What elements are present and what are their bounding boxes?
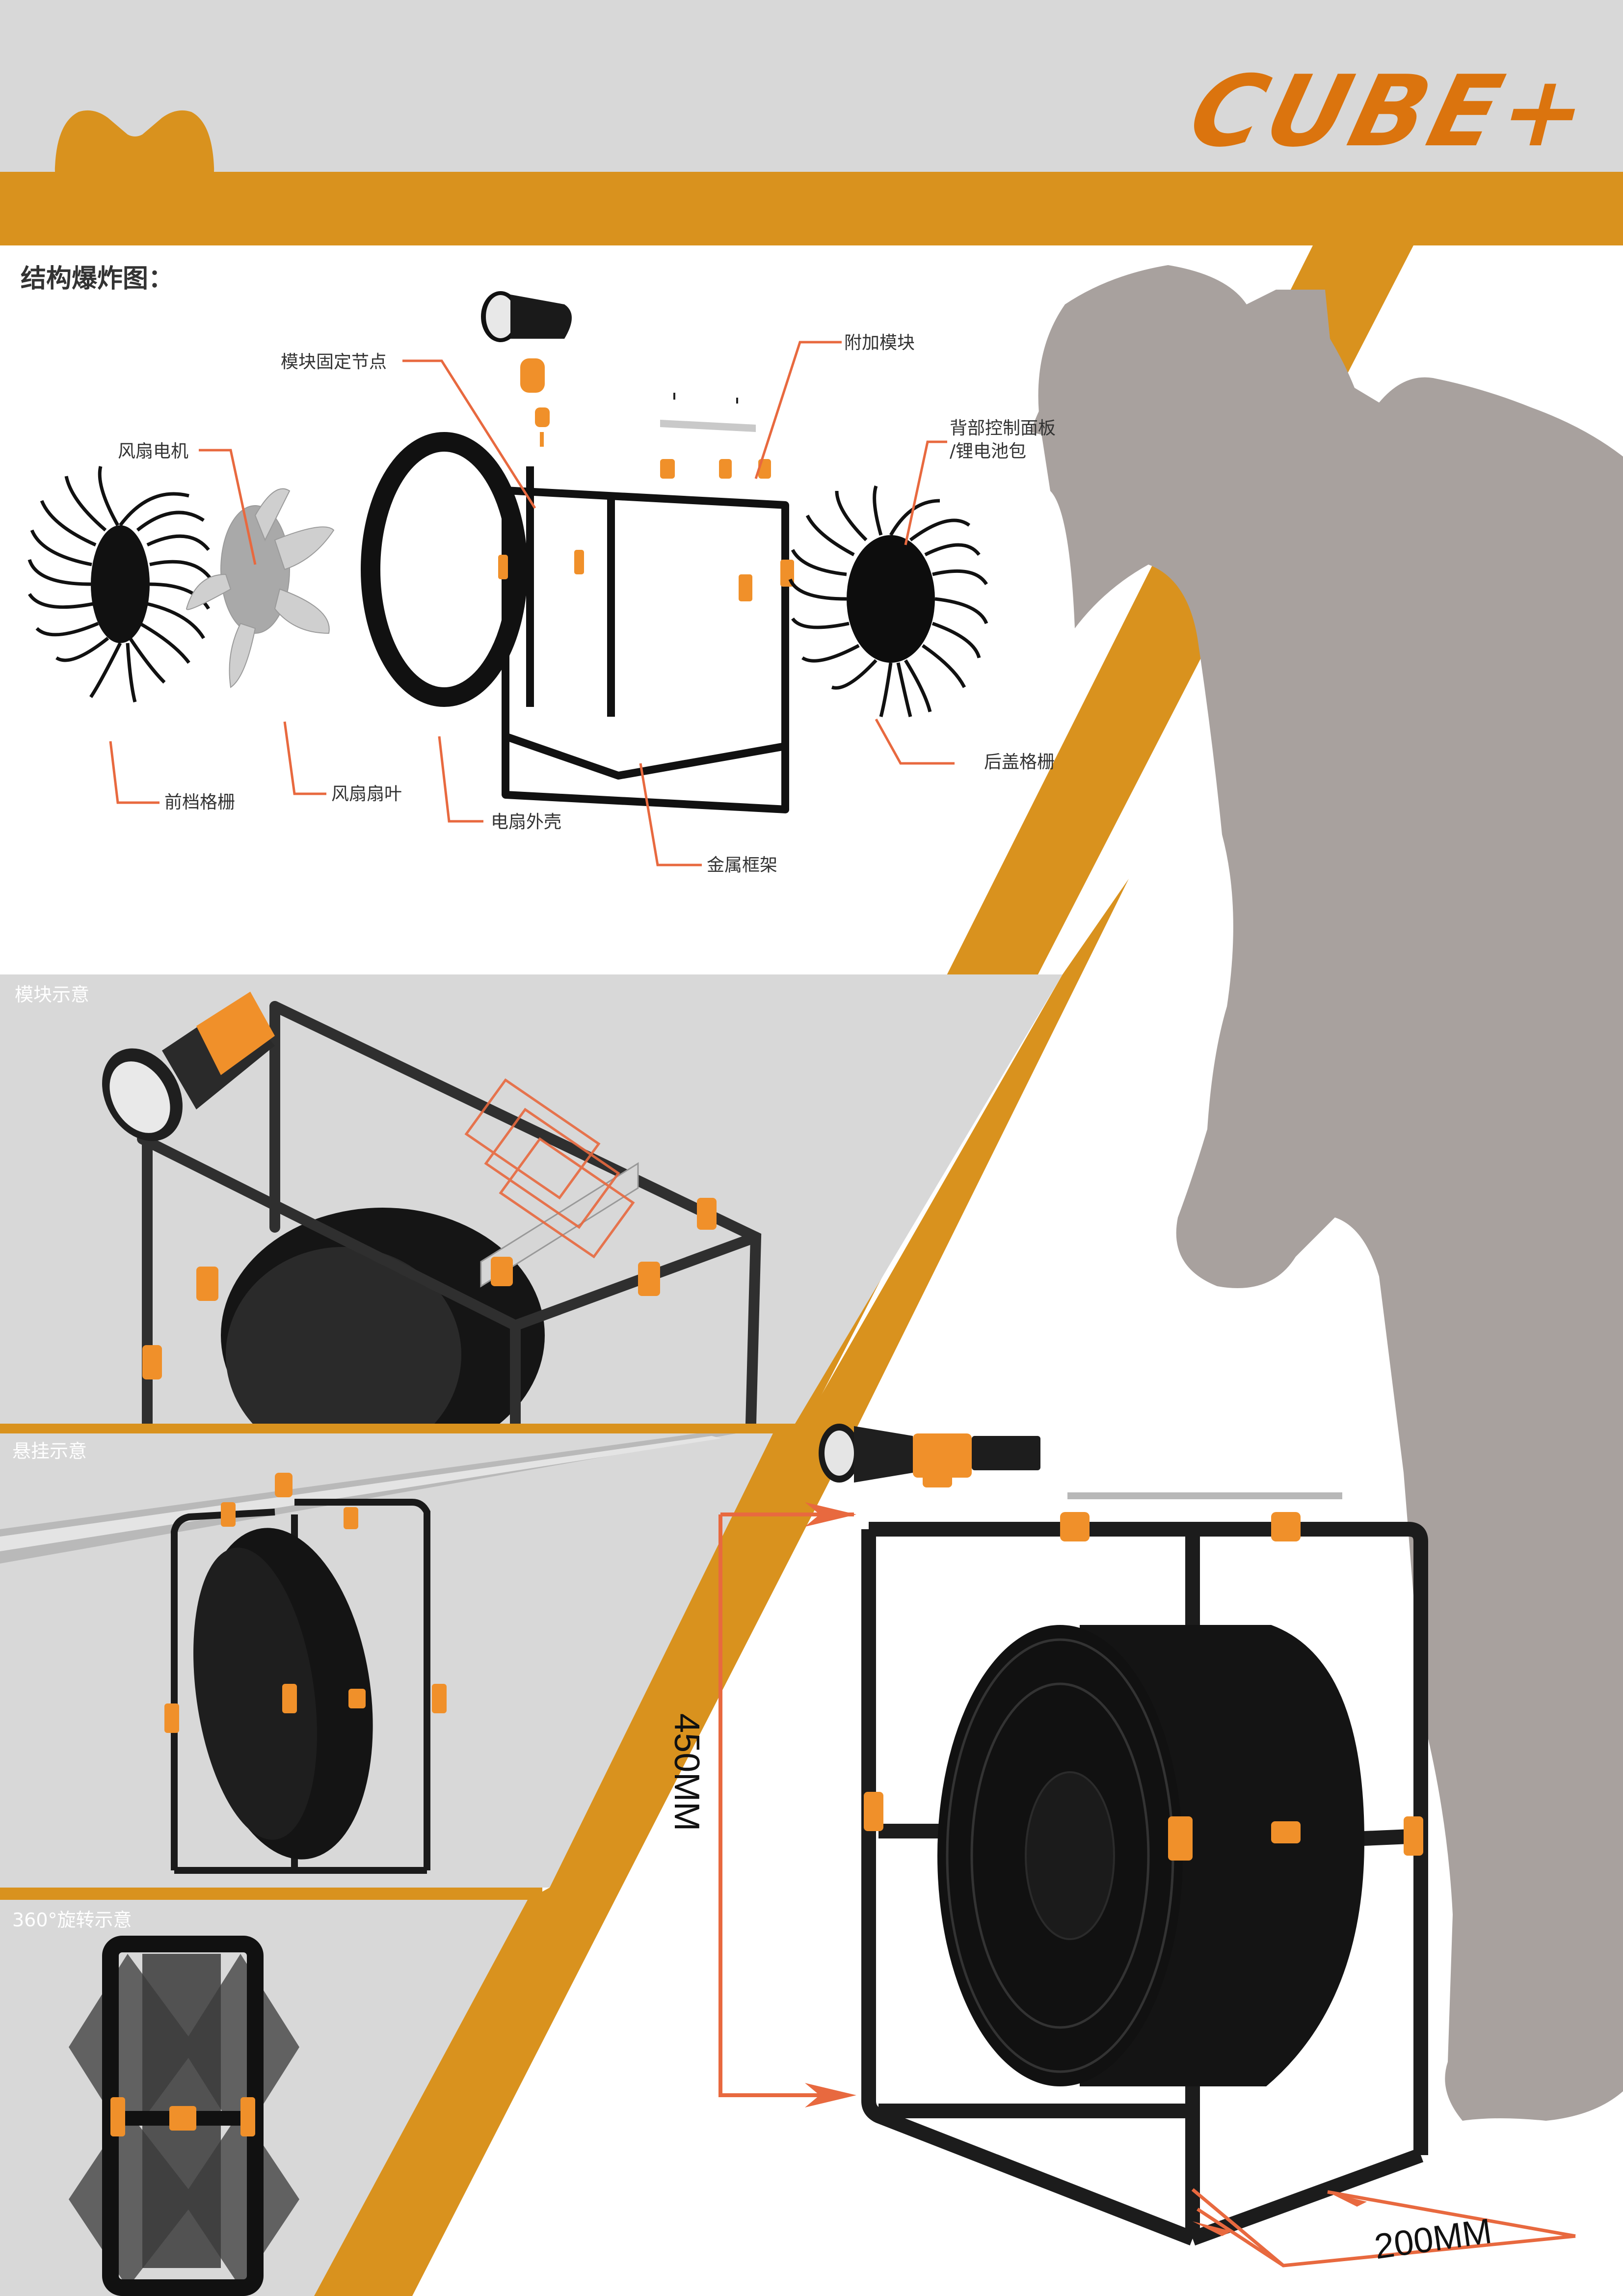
callout-line-addon: [754, 341, 842, 479]
fan-blade: [186, 488, 335, 688]
callout-rear-panel-line1: 背部控制面板: [950, 418, 1056, 438]
flashlight-module: [481, 291, 572, 342]
height-dimension-label: 450MM: [667, 1713, 706, 1832]
fan-housing-ring: [361, 432, 528, 707]
panel-title-rotation: 360°旋转示意: [12, 1909, 132, 1931]
person-silhouette: [1038, 265, 1623, 2121]
callout-module-fixing-node: 模块固定节点: [281, 352, 387, 372]
rotation-panel-render: [69, 1936, 299, 2296]
callout-fan-blade: 风扇扇叶: [331, 784, 402, 804]
exploded-view-title: 结构爆炸图：: [21, 264, 174, 294]
callout-rear-grille: 后盖格栅: [984, 752, 1055, 772]
panel-title-module: 模块示意: [15, 984, 90, 1005]
header-orange-band: [0, 172, 1623, 245]
metal-frame: [502, 466, 789, 813]
hanging-panel-render: [0, 1433, 736, 1874]
callout-line-rear-grille: [875, 718, 955, 765]
callout-line-motor: [199, 449, 257, 565]
callout-line-blade: [283, 721, 326, 795]
header-background: [0, 0, 1623, 172]
callout-line-front-grille: [109, 741, 160, 804]
callout-rear-panel: 背部控制面板 /锂电池包: [950, 417, 1056, 463]
ribbon-bow-icon: [54, 110, 214, 201]
callout-metal-frame: 金属框架: [707, 855, 778, 875]
callout-line-rear-panel: [904, 440, 947, 545]
panel-hanging-bg: [0, 1433, 773, 1888]
callout-rear-panel-line2: /锂电池包: [950, 441, 1027, 461]
callout-add-on-module: 附加模块: [844, 333, 915, 353]
callout-line-housing: [438, 736, 483, 823]
module-panel-render: [102, 992, 762, 1424]
callout-front-grille: 前档格栅: [164, 792, 236, 812]
callout-line-frame: [639, 763, 702, 866]
panel-title-hanging: 悬挂示意: [12, 1440, 87, 1462]
main-product-render: [718, 1424, 1576, 2268]
callout-line-module-node: [402, 359, 536, 509]
front-grille: [27, 466, 213, 702]
callout-fan-housing: 电扇外壳: [491, 812, 562, 832]
addon-plate: [660, 420, 756, 432]
module-collar: [520, 358, 545, 393]
callout-fan-motor: 风扇电机: [118, 441, 189, 461]
rear-grille: [788, 485, 988, 717]
diagonal-stripe-lower: [314, 1424, 859, 2296]
